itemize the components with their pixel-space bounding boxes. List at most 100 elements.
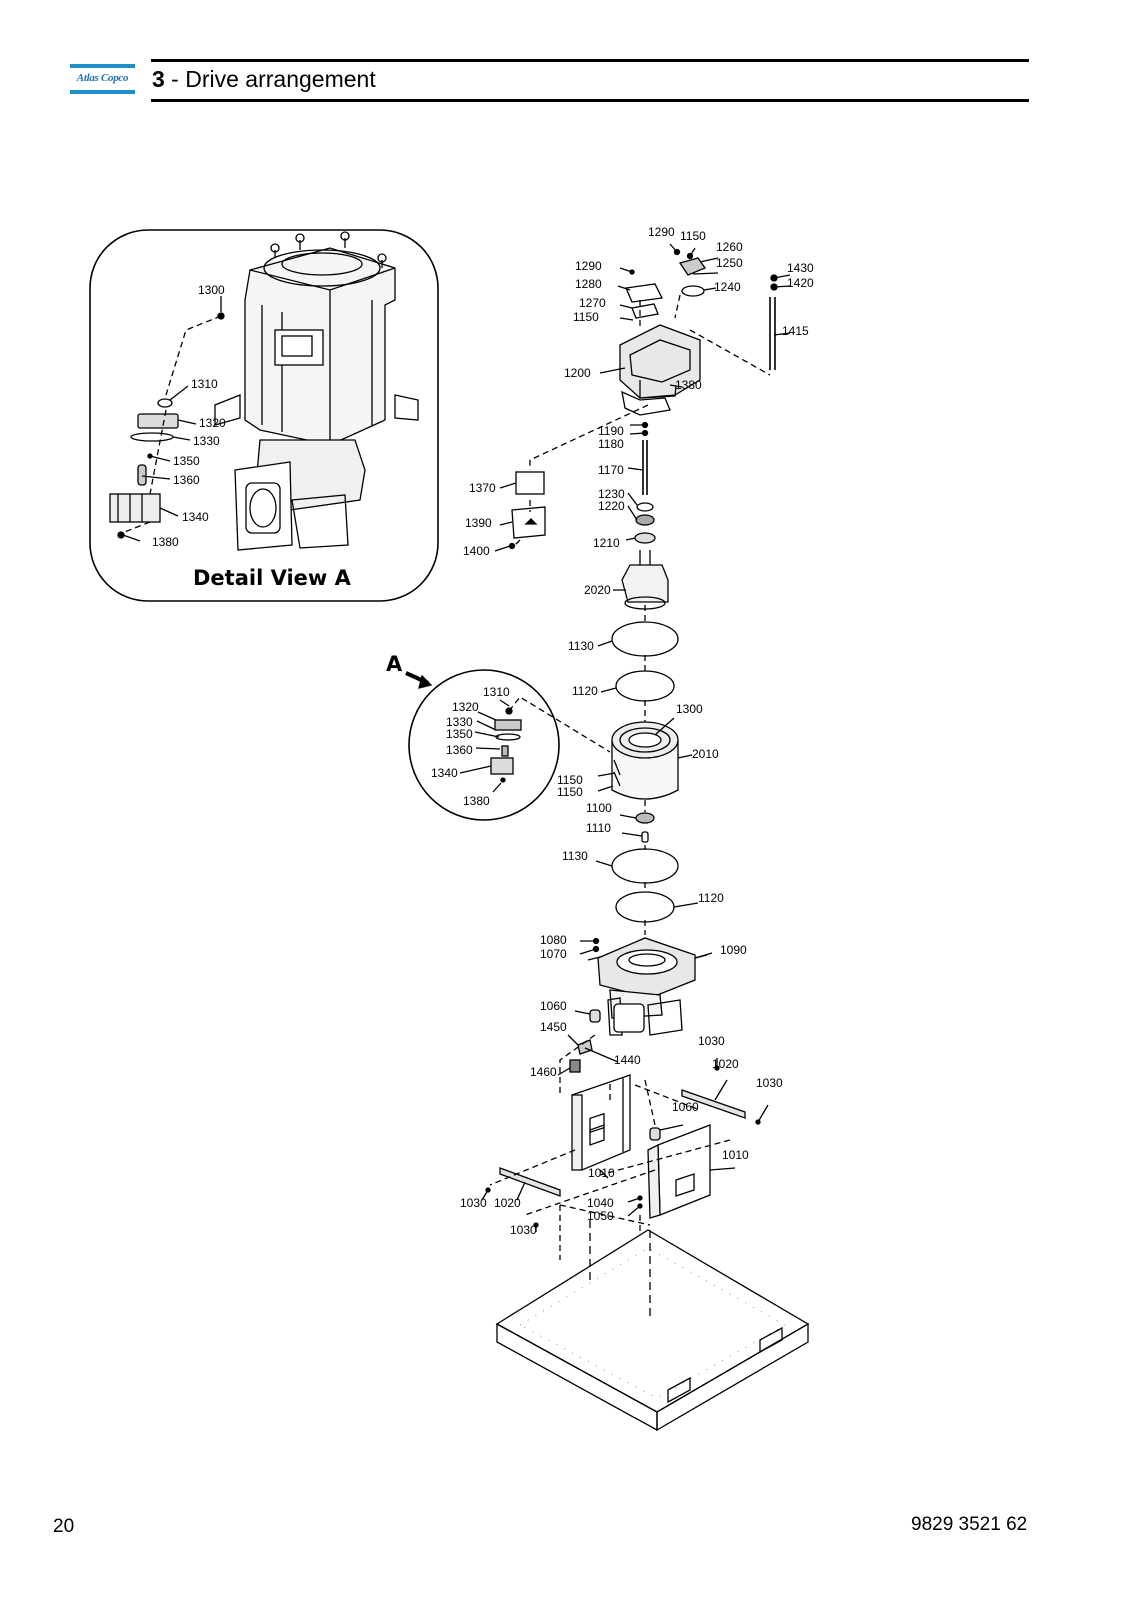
callout: 1070: [540, 947, 567, 961]
callout: 1010: [722, 1148, 749, 1162]
detail-small-parts: [109, 312, 225, 539]
callout: 1340: [182, 510, 209, 524]
callout: 1380: [152, 535, 179, 549]
callout: 1180: [598, 437, 624, 451]
page-number: 20: [53, 1516, 75, 1537]
callout: 1380: [463, 794, 490, 808]
callout: 1250: [716, 256, 743, 270]
callout: 1310: [483, 685, 510, 699]
callout: 1350: [173, 454, 200, 468]
callout: 1060: [540, 999, 567, 1013]
callout: 1030: [510, 1223, 537, 1237]
callout: 2020: [584, 583, 611, 597]
bracket-1010-right: [647, 1124, 711, 1219]
oring-1130-lower: [611, 848, 679, 884]
inset-marker-letter: A: [386, 652, 403, 676]
inset-parts: [490, 707, 522, 783]
detail-view-frame: [89, 229, 439, 602]
callout: 1120: [698, 891, 724, 905]
logo-wordmark: Atlas Copco: [76, 72, 129, 84]
callout: 1080: [540, 933, 567, 947]
callout: 1390: [465, 516, 492, 530]
motor-2010: [611, 721, 679, 800]
callout: 1150: [557, 773, 583, 787]
callout: 1450: [540, 1020, 567, 1034]
callout: 1220: [598, 499, 625, 513]
callout: 1150: [557, 785, 583, 799]
chapter-separator: -: [164, 66, 186, 92]
rail-1020-right: [681, 1089, 746, 1119]
oring-1120-upper: [615, 670, 675, 702]
top-cover-parts: [619, 248, 778, 416]
oring-1130-upper: [611, 621, 679, 657]
callout: 1020: [494, 1196, 521, 1210]
callout: 1110: [586, 821, 611, 835]
callout: 1030: [698, 1034, 725, 1048]
chapter-number: 3: [152, 66, 165, 92]
callout: 1290: [575, 259, 602, 273]
callout: 1230: [598, 487, 625, 501]
base-pallet: [495, 1229, 810, 1432]
callout: 1330: [193, 434, 220, 448]
callout: 1030: [756, 1076, 783, 1090]
callout: 1130: [568, 639, 594, 653]
callout: 1360: [173, 473, 200, 487]
chapter-title: Drive arrangement: [185, 66, 376, 92]
callout: 1050: [587, 1209, 614, 1223]
detail-view-callouts: 1300 1310 1320 1330 1350 1360 1340 1380 …: [152, 283, 352, 590]
callout: 1440: [614, 1053, 641, 1067]
callout: 1100: [586, 801, 612, 815]
part-1460: [569, 1059, 581, 1073]
callout: 1090: [720, 943, 747, 957]
callout: 1330: [446, 715, 473, 729]
callout: 1370: [469, 481, 496, 495]
part-1370: [515, 471, 545, 495]
callout: 1460: [530, 1065, 557, 1079]
detail-view-title: Detail View A: [193, 566, 352, 590]
part-1060-upper: [589, 1009, 601, 1023]
detail-dashed-axis: [121, 315, 222, 534]
callout: 1430: [787, 261, 814, 275]
inset-callouts: 1310 1320 1330 1350 1360 1340 1380: [431, 685, 510, 808]
header-rule-bottom: [151, 99, 1029, 102]
callout: 1270: [579, 296, 606, 310]
callout: 1200: [564, 366, 591, 380]
callout: 1020: [712, 1057, 739, 1071]
callout: 1320: [199, 416, 226, 430]
callout: 1310: [191, 377, 218, 391]
callout: 1240: [714, 280, 741, 294]
callout: 1420: [787, 276, 814, 290]
callout: 1360: [446, 743, 473, 757]
document-number: 9829 3521 62: [911, 1514, 1028, 1535]
callout: 1190: [598, 424, 624, 438]
callout: 1350: [446, 727, 473, 741]
main-callouts: 1290 1150 1260 1250 1290 1280 1240 1430 …: [460, 225, 814, 1237]
header-rule-top: [151, 59, 1029, 62]
callout: 1060: [672, 1100, 699, 1114]
callout: 1010: [588, 1166, 615, 1180]
bracket-1010-left: [571, 1074, 631, 1171]
callout: 2010: [692, 747, 719, 761]
lower-housing-1090: [587, 937, 708, 1036]
chapter-heading: 3 - Drive arrangement: [152, 66, 376, 93]
part-1390: [511, 506, 546, 539]
callout: 1280: [575, 277, 602, 291]
callout: 1290: [648, 225, 675, 239]
part-1110: [641, 831, 649, 843]
callout: 1210: [593, 536, 620, 550]
part-1100: [635, 812, 655, 824]
callout: 1130: [562, 849, 588, 863]
callout: 1040: [587, 1196, 614, 1210]
callout: 1380: [675, 378, 702, 392]
callout: 1340: [431, 766, 458, 780]
callout: 1150: [680, 229, 706, 243]
oring-1120-lower: [615, 891, 675, 923]
rail-1020-left: [499, 1167, 561, 1197]
callout: 1030: [460, 1196, 487, 1210]
inset-circle: [408, 669, 560, 821]
callout: 1300: [676, 702, 703, 716]
callout: 1120: [572, 684, 598, 698]
shaft-assembly: [621, 421, 669, 610]
callout: 1260: [716, 240, 743, 254]
